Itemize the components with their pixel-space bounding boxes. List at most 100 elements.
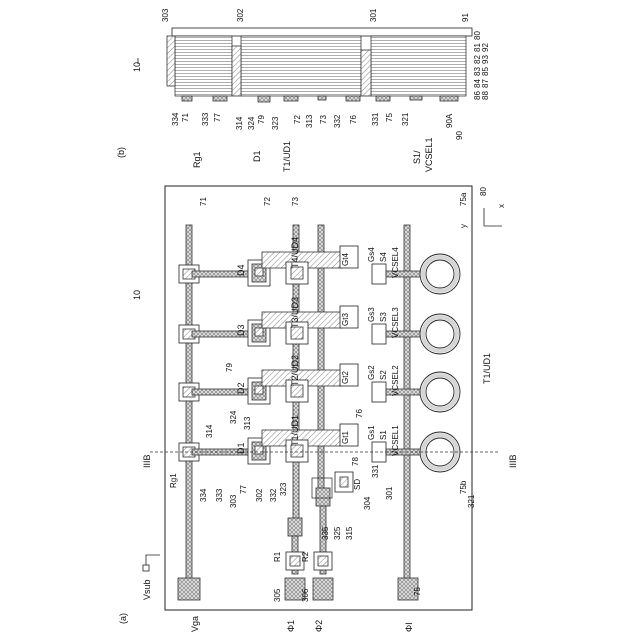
ref-10-a: 10 xyxy=(132,290,142,300)
ref-79-b: 79 xyxy=(257,115,266,124)
svg-text:79: 79 xyxy=(225,363,234,372)
vcsel-label-1: VCSEL1 xyxy=(391,425,400,456)
vcsel1-b: VCSEL1 xyxy=(424,137,434,172)
stack-d1-t1 xyxy=(241,36,361,96)
ref-77-b: 77 xyxy=(213,113,222,122)
ref-75-b: 75 xyxy=(385,113,394,122)
trench-301 xyxy=(361,50,371,96)
gate-label-1: Gt1 xyxy=(341,431,350,444)
section-label-right: IIIB xyxy=(508,454,518,468)
s1-b: S1/ xyxy=(412,150,422,164)
t1ud1-b: T1/UD1 xyxy=(282,141,292,172)
bottom-electrodes xyxy=(182,96,458,102)
gate-label-2: Gt2 xyxy=(341,371,350,384)
ref-80-a: 80 xyxy=(479,187,488,196)
pad-phi2 xyxy=(313,578,333,600)
diode-label-2: D2 xyxy=(236,382,246,394)
vsub-label: Vsub xyxy=(142,579,152,600)
r2-via xyxy=(318,556,328,566)
axis-x-label: x xyxy=(497,204,506,208)
r1-label: R1 xyxy=(273,551,282,562)
ref-303-b: 303 xyxy=(161,8,170,22)
svg-text:323: 323 xyxy=(279,482,288,496)
stack-vcsel xyxy=(371,36,466,96)
transistor-label-2: T2/UD2 xyxy=(290,355,300,386)
vcsel-inner-4 xyxy=(426,260,454,288)
svg-text:301: 301 xyxy=(385,486,394,500)
gs-label-2: Gs2 xyxy=(367,365,376,380)
ref-332-b: 332 xyxy=(333,114,342,128)
vsub-pad xyxy=(143,565,149,571)
d1-b: D1 xyxy=(252,150,262,162)
svg-text:334: 334 xyxy=(199,488,208,502)
gs-label-4: Gs4 xyxy=(367,247,376,262)
svg-text:333: 333 xyxy=(215,488,224,502)
vcsel-label-2: VCSEL2 xyxy=(391,365,400,396)
ref-331-b: 331 xyxy=(371,112,380,126)
gs-label-1: Gs1 xyxy=(367,425,376,440)
ref-301-b: 301 xyxy=(369,8,378,22)
svg-text:302: 302 xyxy=(255,488,264,502)
wire-75 xyxy=(404,225,410,587)
diode-label-3: D3 xyxy=(236,324,246,336)
bottom-text-labels: Rg1 D1 T1/UD1 S1/ VCSEL1 xyxy=(192,137,434,172)
ref-302-b: 302 xyxy=(236,8,245,22)
vcsel-inner-2 xyxy=(426,378,454,406)
s-box-4 xyxy=(372,264,386,284)
s-box-3 xyxy=(372,324,386,344)
gs-label-3: Gs3 xyxy=(367,307,376,322)
s-box-1 xyxy=(372,442,386,462)
svg-text:335: 335 xyxy=(321,526,330,540)
ref-93-b: 93 xyxy=(481,55,490,64)
diode-via-3 xyxy=(255,328,263,336)
vsub-wire xyxy=(146,555,160,565)
ref-324-b: 324 xyxy=(247,116,256,130)
phiI-label: ΦI xyxy=(404,622,414,632)
transistor-label-1: T1/UD1 xyxy=(290,415,300,446)
ref-73-a: 73 xyxy=(291,197,300,206)
ref-314-b: 314 xyxy=(235,116,244,130)
trench-302 xyxy=(232,46,241,96)
vcsel-label-3: VCSEL3 xyxy=(391,307,400,338)
rg1-a: Rg1 xyxy=(169,473,178,488)
ref-85-b: 85 xyxy=(481,67,490,76)
pad-r2-top xyxy=(316,488,330,506)
vcsel-label-4: VCSEL4 xyxy=(391,247,400,278)
diode-via-2 xyxy=(255,386,263,394)
t1ud1-caption: T1/UD1 xyxy=(482,353,492,384)
ref-92-b: 92 xyxy=(481,43,490,52)
ref-333-b: 333 xyxy=(201,112,210,126)
svg-text:78: 78 xyxy=(351,457,360,466)
s-label-1: S1 xyxy=(379,430,388,440)
svg-text:SD: SD xyxy=(353,479,362,490)
svg-text:332: 332 xyxy=(269,488,278,502)
phi1-label: Φ1 xyxy=(286,620,296,632)
ref-72-b: 72 xyxy=(293,115,302,124)
gate-label-3: Gt3 xyxy=(341,313,350,326)
ref-75-a: 75 xyxy=(413,587,422,596)
cross-section-panel: (b) 303 302 301 91 10 8 xyxy=(116,8,490,172)
svg-text:76: 76 xyxy=(355,409,364,418)
vga-label: Vga xyxy=(190,616,200,632)
ref-88-b: 88 xyxy=(481,91,490,100)
svg-text:77: 77 xyxy=(239,485,248,494)
ref-90-b: 90 xyxy=(455,131,464,140)
ref-87-b: 87 xyxy=(481,79,490,88)
s-label-4: S4 xyxy=(379,252,388,262)
ref-91-b: 91 xyxy=(461,13,470,22)
transistor-label-4: T4/UD4 xyxy=(290,237,300,268)
svg-text:315: 315 xyxy=(345,526,354,540)
ref-305: 305 xyxy=(273,588,282,602)
panel-b-label: (b) xyxy=(116,147,126,158)
ref-76-b: 76 xyxy=(349,115,358,124)
axis-y-label: y xyxy=(459,224,468,228)
layer-ref-labels: 80 81 82 92 83 93 84 85 86 87 88 xyxy=(473,31,490,100)
ref-75a: 75a xyxy=(459,192,468,206)
transistor-label-3: T3/UD3 xyxy=(290,297,300,328)
svg-text:321: 321 xyxy=(467,494,476,508)
ref-80-b: 80 xyxy=(473,31,482,40)
svg-text:303: 303 xyxy=(229,494,238,508)
svg-text:325: 325 xyxy=(333,526,342,540)
sd-via xyxy=(340,477,348,487)
r1-via xyxy=(290,556,300,566)
